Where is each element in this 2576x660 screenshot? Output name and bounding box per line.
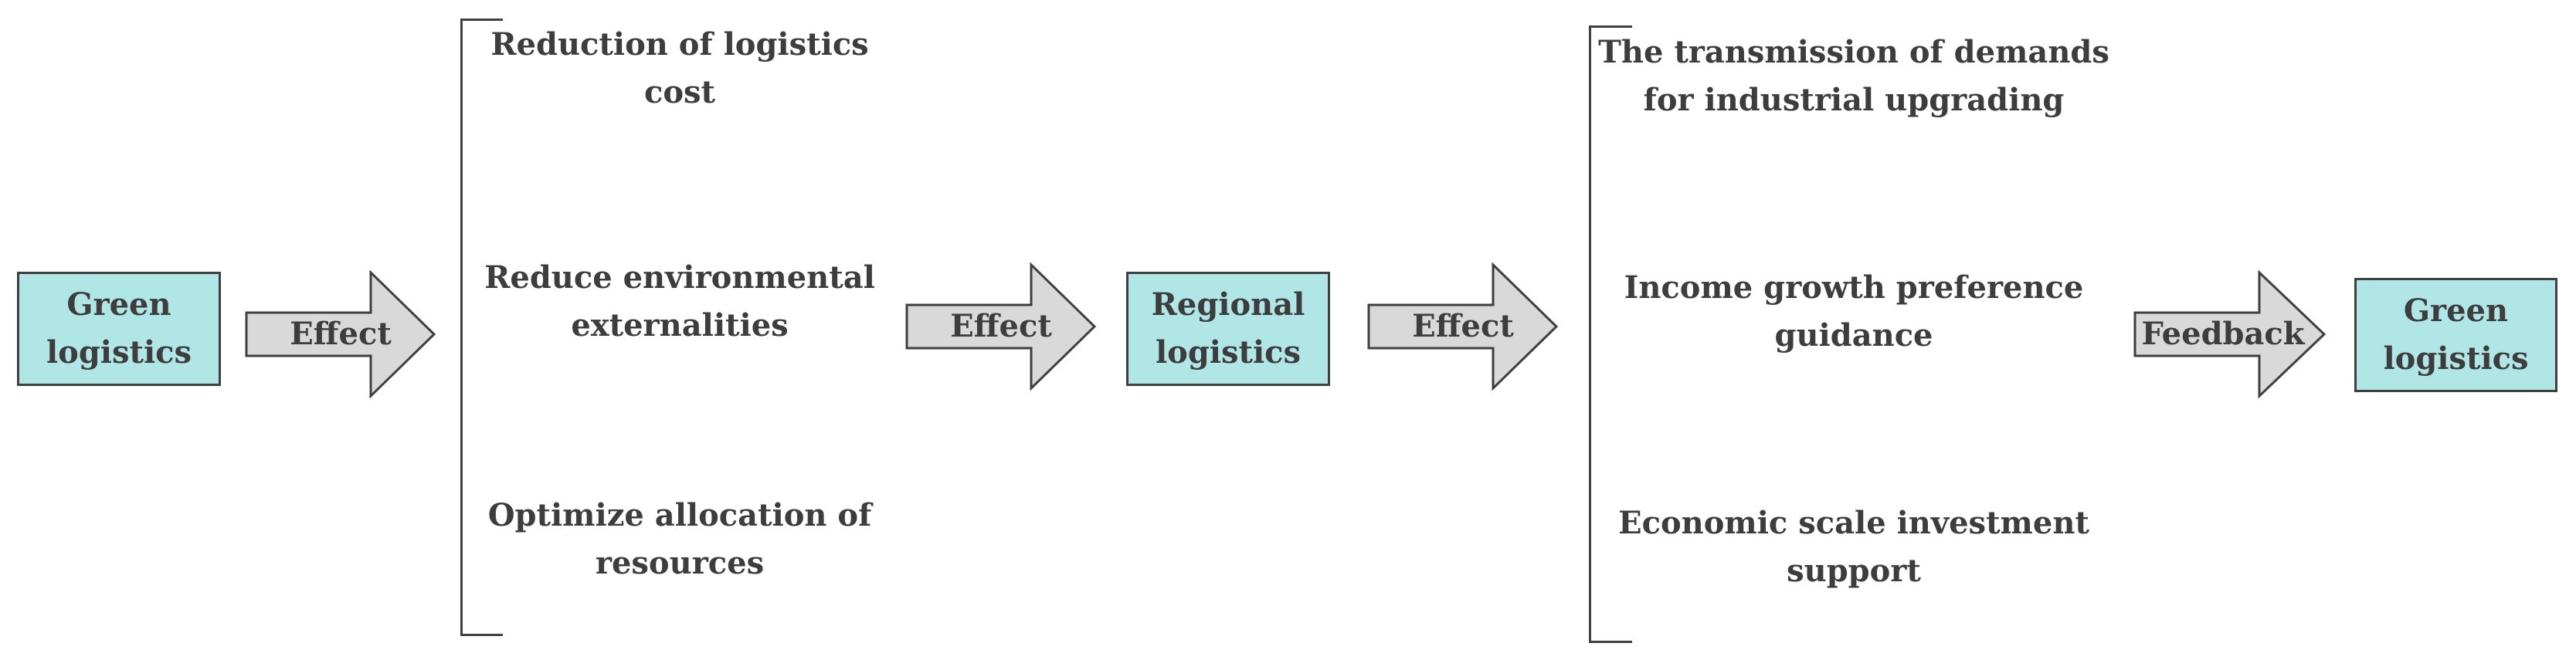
green-logistics-start-box: Green logistics bbox=[17, 272, 221, 386]
effect-arrow-3-shape bbox=[1367, 262, 1559, 391]
effect-arrow-1: Effect bbox=[245, 270, 436, 398]
bracket-group-2 bbox=[1589, 25, 1632, 643]
effect-income-growth-preference-guidance: Income growth preference guidance bbox=[1624, 269, 2084, 354]
effect-reduce-environmental-externalities: Reduce environmental externalities bbox=[484, 259, 875, 344]
feedback-arrow: Feedback bbox=[2133, 270, 2327, 398]
effect-arrow-2: Effect bbox=[905, 262, 1097, 391]
regional-logistics-box: Regional logistics bbox=[1126, 272, 1330, 386]
effect-arrow-1-label: Effect bbox=[290, 316, 392, 352]
effect-arrow-2-label: Effect bbox=[950, 308, 1052, 344]
effect-optimize-allocation-resources: Optimize allocation of resources bbox=[487, 497, 872, 581]
effect-reduction-logistics-cost: Reduction of logistics cost bbox=[490, 26, 869, 110]
bracket-group-1 bbox=[460, 19, 503, 636]
effect-arrow-2-shape bbox=[905, 262, 1097, 391]
effect-arrow-1-shape bbox=[245, 270, 436, 398]
effect-economic-scale-investment-support: Economic scale investment support bbox=[1618, 505, 2089, 589]
feedback-arrow-shape bbox=[2133, 270, 2327, 398]
green-logistics-end-box: Green logistics bbox=[2354, 278, 2557, 392]
effect-arrow-3-label: Effect bbox=[1412, 308, 1514, 344]
green-logistics-start-label: Green logistics bbox=[46, 286, 192, 371]
effect-transmission-demands-industrial-upgrading: The transmission of demands for industri… bbox=[1598, 34, 2109, 118]
green-logistics-end-label: Green logistics bbox=[2383, 293, 2529, 377]
effect-arrow-3: Effect bbox=[1367, 262, 1559, 391]
regional-logistics-label: Regional logistics bbox=[1151, 286, 1305, 371]
feedback-arrow-label: Feedback bbox=[2141, 316, 2305, 352]
